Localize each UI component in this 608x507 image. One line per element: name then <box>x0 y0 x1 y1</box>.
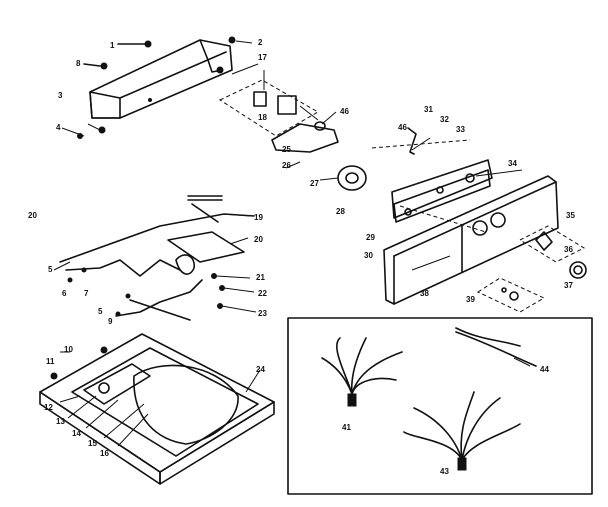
callout-38: 38 <box>420 289 429 298</box>
control-panel-front <box>383 175 559 305</box>
callout-29: 29 <box>366 233 375 242</box>
callout-3: 3 <box>58 91 63 100</box>
callout-26: 26 <box>282 161 291 170</box>
callout-46a: 46 <box>340 107 349 116</box>
inset-frame <box>287 317 593 495</box>
callout-1: 1 <box>110 41 115 50</box>
callout-46b: 46 <box>398 123 407 132</box>
callout-4: 4 <box>56 123 61 132</box>
callout-17: 17 <box>258 53 267 62</box>
callout-41: 41 <box>342 423 351 432</box>
callout-18: 18 <box>258 113 267 122</box>
callout-27: 27 <box>310 179 319 188</box>
callout-12: 12 <box>44 403 53 412</box>
callout-11: 11 <box>46 357 55 366</box>
callout-22: 22 <box>258 289 267 298</box>
callout-25: 25 <box>282 145 291 154</box>
wire-harness-41 <box>321 337 403 407</box>
leader-lines <box>53 63 531 447</box>
callout-16: 16 <box>100 449 109 458</box>
callout-28: 28 <box>336 207 345 216</box>
switch-plate <box>218 70 320 137</box>
callout-8: 8 <box>76 59 81 68</box>
callout-39: 39 <box>466 295 475 304</box>
callout-6: 6 <box>62 289 67 298</box>
control-panel-back <box>371 139 493 233</box>
callout-37: 37 <box>564 281 573 290</box>
callout-33: 33 <box>456 125 465 134</box>
wire-harness-44 <box>455 327 537 367</box>
callout-30: 30 <box>364 251 373 260</box>
callout-24: 24 <box>256 365 265 374</box>
console-housing <box>87 39 233 134</box>
callout-13: 13 <box>56 417 65 426</box>
callout-labels: 1 2 8 3 4 17 18 46 25 26 27 28 29 30 31 … <box>28 38 575 476</box>
callout-23: 23 <box>258 309 267 318</box>
callout-32: 32 <box>440 115 449 124</box>
callout-15: 15 <box>88 439 97 448</box>
callout-5a: 5 <box>48 265 53 274</box>
callout-35: 35 <box>566 211 575 220</box>
wire-harness-43 <box>403 391 521 471</box>
callout-7: 7 <box>84 289 89 298</box>
screws-top <box>61 36 253 139</box>
callout-2: 2 <box>258 38 263 47</box>
callout-36: 36 <box>564 245 573 254</box>
callout-14: 14 <box>72 429 81 438</box>
callout-21: 21 <box>256 273 265 282</box>
callout-19: 19 <box>254 213 263 222</box>
callout-34: 34 <box>508 159 517 168</box>
timer-motor <box>271 121 367 191</box>
knob-parts <box>476 225 587 313</box>
callout-5b: 5 <box>98 307 103 316</box>
top-panel <box>39 333 275 485</box>
callout-20: 20 <box>28 211 37 220</box>
callout-44: 44 <box>540 365 549 374</box>
callout-31: 31 <box>424 105 433 114</box>
callout-9: 9 <box>108 317 113 326</box>
callout-10: 10 <box>64 345 73 354</box>
callout-20b: 20 <box>254 235 263 244</box>
callout-43: 43 <box>440 467 449 476</box>
